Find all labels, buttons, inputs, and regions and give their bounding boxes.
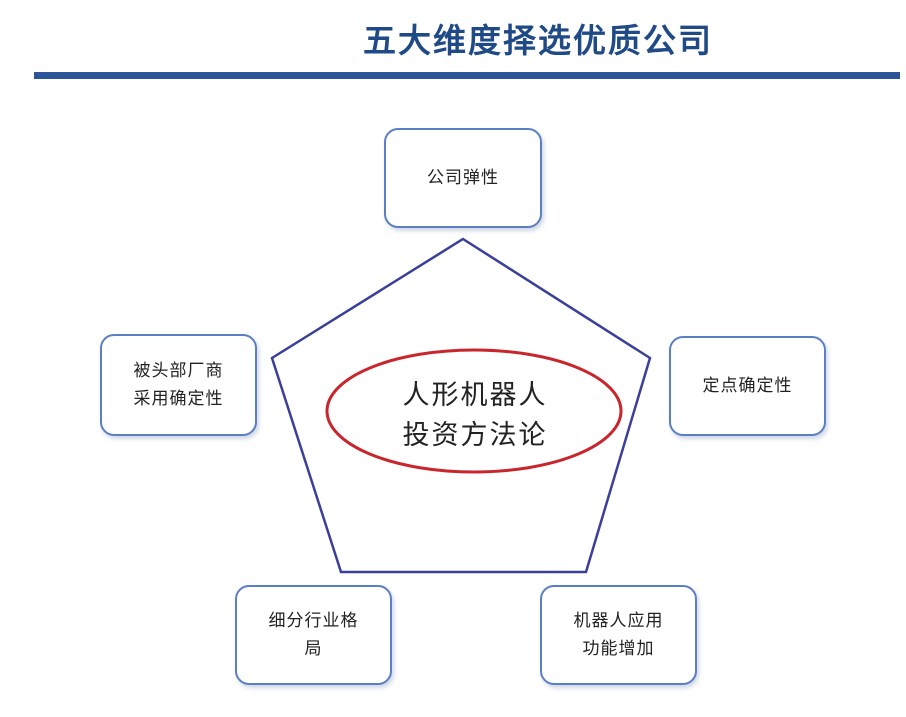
dimension-label-bottom-right-line2: 功能增加 [582, 639, 655, 659]
dimension-label-bottom-left-line2: 局 [304, 639, 323, 659]
dimension-box-bottom-left: 细分行业格 局 [235, 585, 392, 685]
center-ellipse [325, 348, 623, 474]
dimension-label-left-line2: 采用确定性 [133, 389, 224, 409]
dimension-label-left-line1: 被头部厂商 [133, 361, 224, 381]
dimension-box-top: 公司弹性 [384, 128, 542, 228]
dimension-box-right: 定点确定性 [669, 336, 826, 436]
dimension-label-top: 公司弹性 [427, 168, 499, 188]
center-label-line2: 投资方法论 [402, 420, 548, 451]
center-label: 人形机器人 投资方法论 [325, 376, 625, 456]
dimension-label-bottom-right-line1: 机器人应用 [573, 611, 664, 631]
center-label-line1: 人形机器人 [402, 380, 548, 411]
pentagon [270, 237, 652, 574]
dimension-box-bottom-right: 机器人应用 功能增加 [540, 585, 697, 685]
title-underline [34, 72, 900, 79]
dimension-box-left: 被头部厂商 采用确定性 [100, 334, 257, 436]
dimension-label-right: 定点确定性 [702, 376, 793, 396]
dimension-label-bottom-left-line1: 细分行业格 [268, 611, 359, 631]
page-title: 五大维度择选优质公司 [363, 21, 713, 60]
